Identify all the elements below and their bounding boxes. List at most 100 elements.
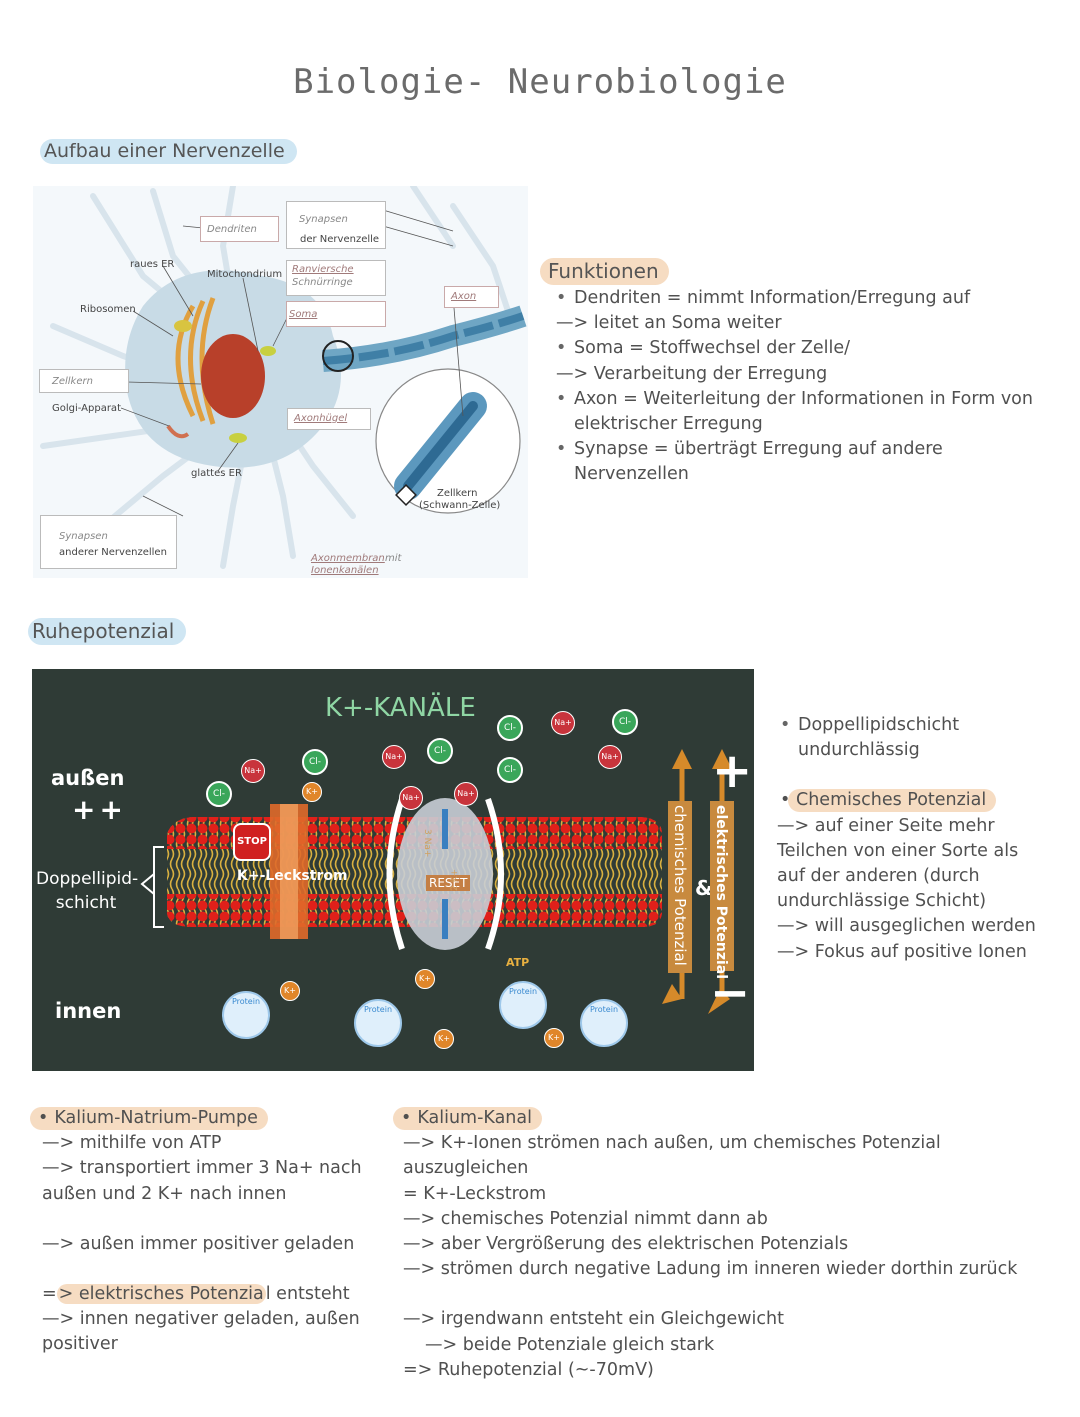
pumpe-line: —> transportiert immer 3 Na+ nach — [42, 1158, 362, 1179]
kanal-line: = K+-Leckstrom — [403, 1183, 547, 1204]
label-mitochondrium: Mitochondrium — [207, 269, 283, 280]
note-doppellipid-cont: undurchlässig — [798, 740, 920, 761]
note-chem-line: —> will ausgeglichen werden — [777, 916, 1036, 937]
label-raues-er: raues ER — [130, 259, 175, 270]
funktion-dendriten: Dendriten = nimmt Information/Erregung a… — [556, 286, 1061, 311]
pumpe-line: —> mithilfe von ATP — [42, 1133, 222, 1154]
minus-sign-icon: − — [710, 965, 751, 1021]
ion-na: Na+ — [454, 782, 478, 806]
label-dendriten: Dendriten — [207, 224, 257, 235]
note-chem-line: Teilchen von einer Sorte als — [777, 840, 1019, 861]
kanal-line: auszugleichen — [403, 1158, 529, 1179]
ion-k: K+ — [302, 782, 322, 802]
note-chem-line: auf der anderen (durch — [777, 866, 980, 887]
label-synapsen-andere-2: anderer Nervenzellen — [59, 547, 167, 558]
label-elek-potenzial: elektrisches Potenzial — [713, 805, 729, 980]
label-soma: Soma — [289, 309, 318, 320]
label-zellkern-schwann-2: (Schwann-Zelle) — [419, 500, 501, 511]
funktion-axon: Axon = Weiterleitung der Informationen i… — [556, 387, 1061, 412]
ion-cl: Cl- — [427, 738, 453, 764]
funktion-axon-cont: elektrischer Erregung — [574, 414, 763, 435]
pumpe-line: außen und 2 K+ nach innen — [42, 1183, 287, 1204]
protein-icon: Protein — [580, 999, 628, 1047]
plus-sign-icon: + — [712, 743, 753, 799]
label-aussen: außen — [51, 766, 125, 790]
note-doppellipid: Doppellipidschicht — [780, 713, 1060, 738]
kanaele-title: K+-KANÄLE — [325, 693, 476, 723]
ion-k: K+ — [434, 1029, 454, 1049]
ion-cl: Cl- — [497, 715, 523, 741]
label-pump-bottom: 2 K+ — [450, 868, 460, 891]
note-chem-line: —> Fokus auf positive Ionen — [777, 941, 1027, 962]
label-box-synapsen-andere — [40, 515, 177, 569]
label-axonhuegel: Axonhügel — [294, 413, 348, 424]
label-axonmembran-2: Ionenkanälen — [311, 565, 379, 576]
note-chem-line: —> auf einer Seite mehr — [777, 815, 995, 836]
ion-k: K+ — [280, 981, 300, 1001]
ion-cl: Cl- — [497, 757, 523, 783]
chem-potenzial-bar — [668, 801, 692, 973]
pumpe-heading: •Kalium-Natrium-Pumpe — [30, 1106, 382, 1131]
neuron-figure: Dendriten Synapsen der Nervenzelle raues… — [33, 183, 528, 578]
label-zellkern: Zellkern — [52, 376, 93, 387]
protein-icon: Protein — [499, 981, 547, 1029]
pumpe-line: positiver — [42, 1334, 118, 1355]
label-synapsen-andere-1: Synapsen — [59, 531, 108, 542]
kanal-line: —> chemisches Potenzial nimmt dann ab — [403, 1208, 768, 1229]
label-box-dendriten — [200, 216, 279, 242]
label-doppellipidschicht: Doppellipid- schicht — [36, 869, 139, 913]
kanal-line: —> strömen durch negative Ladung im inne… — [403, 1259, 1018, 1280]
label-box-synapsen-nz — [286, 201, 386, 249]
funktion-synapse-cont: Nervenzellen — [574, 464, 689, 485]
stop-sign-icon: STOP — [233, 823, 271, 861]
ion-k: K+ — [415, 969, 435, 989]
label-box-ranvier — [286, 260, 386, 296]
membrane-figure: K+-KANÄLE außen ++ Doppellipid- schicht … — [32, 669, 754, 1071]
note-chem-heading: •Chemisches Potenzial — [780, 788, 1060, 813]
funktion-synapse: Synapse = überträgt Erregung auf andere — [556, 437, 1061, 462]
label-box-axon — [444, 286, 499, 308]
label-leckstrom: K+-Leckstrom — [237, 868, 348, 884]
label-golgi: Golgi-Apparat — [52, 403, 121, 414]
label-zellkern-schwann-1: Zellkern — [437, 488, 478, 499]
pumpe-line: —> außen immer positiver geladen — [42, 1233, 355, 1254]
kanal-line: —> aber Vergrößerung des elektrischen Po… — [403, 1234, 849, 1255]
section-heading-aufbau: Aufbau einer Nervenzelle — [40, 139, 297, 164]
note-chem-line: undurchlässige Schicht) — [777, 891, 987, 912]
page-title: Biologie- Neurobiologie — [293, 62, 787, 102]
membrane-illustration — [140, 749, 732, 1014]
kanal-line: —> irgendwann entsteht ein Gleichgewicht — [403, 1309, 784, 1330]
elek-potenzial-bar — [710, 801, 734, 971]
kanal-line: —> K+-Ionen strömen nach außen, um chemi… — [403, 1133, 941, 1154]
funktionen-list: Dendriten = nimmt Information/Erregung a… — [556, 286, 1061, 488]
section-heading-ruhepotenzial: Ruhepotenzial — [28, 618, 187, 645]
ion-k: K+ — [544, 1028, 564, 1048]
label-amp: & — [695, 876, 713, 900]
ion-na: Na+ — [551, 711, 575, 735]
label-plus-plus: ++ — [72, 793, 127, 826]
pumpe-notes: •Kalium-Natrium-Pumpe —> mithilfe von AT… — [30, 1106, 382, 1358]
kanal-notes: •Kalium-Kanal —> K+-Ionen strömen nach a… — [393, 1106, 1063, 1383]
kanal-line: => Ruhepotenzial (~-70mV) — [403, 1359, 654, 1380]
label-box-zellkern — [39, 369, 129, 393]
ion-na: Na+ — [382, 745, 406, 769]
protein-icon: Protein — [222, 991, 270, 1039]
kanal-heading: •Kalium-Kanal — [393, 1106, 1063, 1131]
ruhepotenzial-notes: Doppellipidschicht undurchlässig •Chemis… — [777, 713, 1060, 965]
label-axonmembran-1: Axonmembran — [311, 553, 385, 564]
ion-cl: Cl- — [302, 749, 328, 775]
label-axonmembran-mit: mit — [385, 553, 402, 564]
ion-cl: Cl- — [612, 709, 638, 735]
funktion-soma-detail: —> Verarbeitung der Erregung — [556, 363, 828, 384]
funktion-soma: Soma = Stoffwechsel der Zelle/ — [556, 336, 1061, 361]
ion-cl: Cl- — [206, 781, 232, 807]
pumpe-line: —> innen negativer geladen, außen — [42, 1309, 360, 1330]
ion-na: Na+ — [399, 786, 423, 810]
label-chem-potenzial: chemisches Potenzial — [671, 805, 689, 966]
label-reset: RESET — [426, 875, 471, 891]
kanal-line: —> beide Potenziale gleich stark — [425, 1334, 715, 1355]
label-synapsen-nz-1: Synapsen — [299, 214, 348, 225]
label-glattes-er: glattes ER — [191, 468, 242, 479]
label-atp: ATP — [506, 956, 530, 969]
